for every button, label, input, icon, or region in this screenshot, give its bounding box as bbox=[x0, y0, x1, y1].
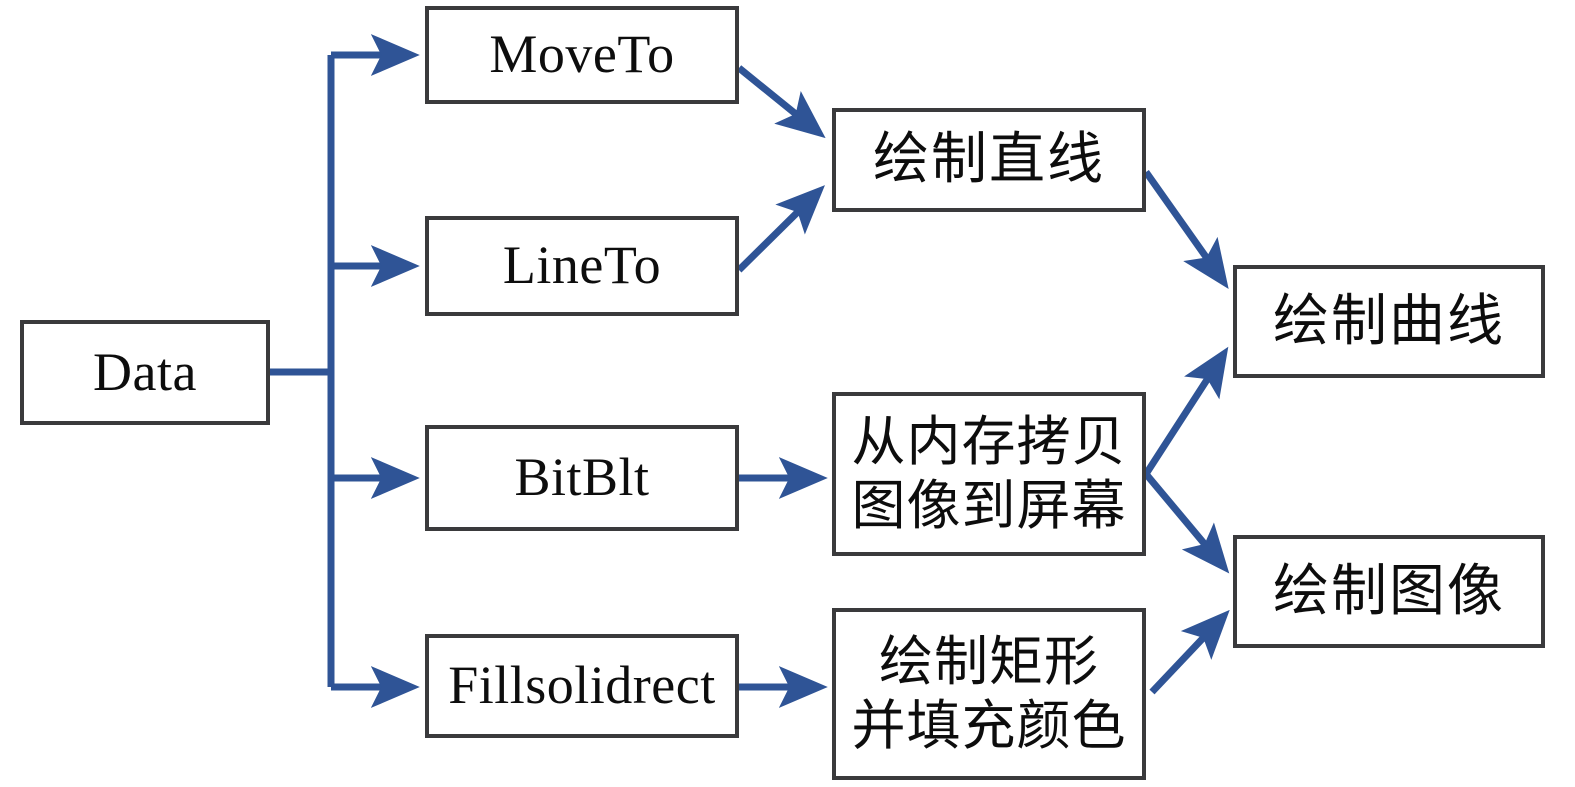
node-draw-rect-fill-color[interactable]: 绘制矩形 并填充颜色 bbox=[832, 608, 1146, 780]
node-copy-image-from-memory-to-screen[interactable]: 从内存拷贝 图像到屏幕 bbox=[832, 392, 1146, 556]
edge-drawrect-to-drawimage bbox=[1149, 609, 1230, 695]
node-moveto[interactable]: MoveTo bbox=[425, 6, 739, 104]
node-moveto-label: MoveTo bbox=[489, 24, 675, 85]
node-copy-image-label: 从内存拷贝 图像到屏幕 bbox=[851, 410, 1127, 537]
node-bitblt-label: BitBlt bbox=[514, 447, 650, 508]
node-draw-curve-label: 绘制曲线 bbox=[1273, 288, 1505, 354]
node-draw-rect-label: 绘制矩形 并填充颜色 bbox=[851, 630, 1127, 757]
node-fillsolidrect-label: Fillsolidrect bbox=[448, 655, 716, 716]
node-data[interactable]: Data bbox=[20, 320, 270, 425]
node-bitblt[interactable]: BitBlt bbox=[425, 425, 739, 531]
edge-lineto-to-drawline bbox=[736, 185, 825, 273]
node-data-label: Data bbox=[93, 341, 197, 402]
node-lineto[interactable]: LineTo bbox=[425, 216, 739, 316]
node-draw-curve[interactable]: 绘制曲线 bbox=[1233, 265, 1545, 378]
node-draw-line[interactable]: 绘制直线 bbox=[832, 108, 1146, 212]
edge-moveto-to-drawline bbox=[736, 65, 826, 139]
edge-copyimage-to-drawimage bbox=[1143, 471, 1230, 574]
node-draw-image-label: 绘制图像 bbox=[1273, 558, 1505, 624]
edge-drawline-to-drawcurve bbox=[1143, 169, 1229, 290]
edge-data-trunk bbox=[270, 55, 335, 687]
node-draw-line-label: 绘制直线 bbox=[873, 127, 1105, 193]
node-draw-image[interactable]: 绘制图像 bbox=[1233, 535, 1545, 648]
node-fillsolidrect[interactable]: Fillsolidrect bbox=[425, 634, 739, 738]
node-lineto-label: LineTo bbox=[502, 235, 662, 296]
edge-copyimage-to-drawcurve bbox=[1143, 346, 1229, 476]
